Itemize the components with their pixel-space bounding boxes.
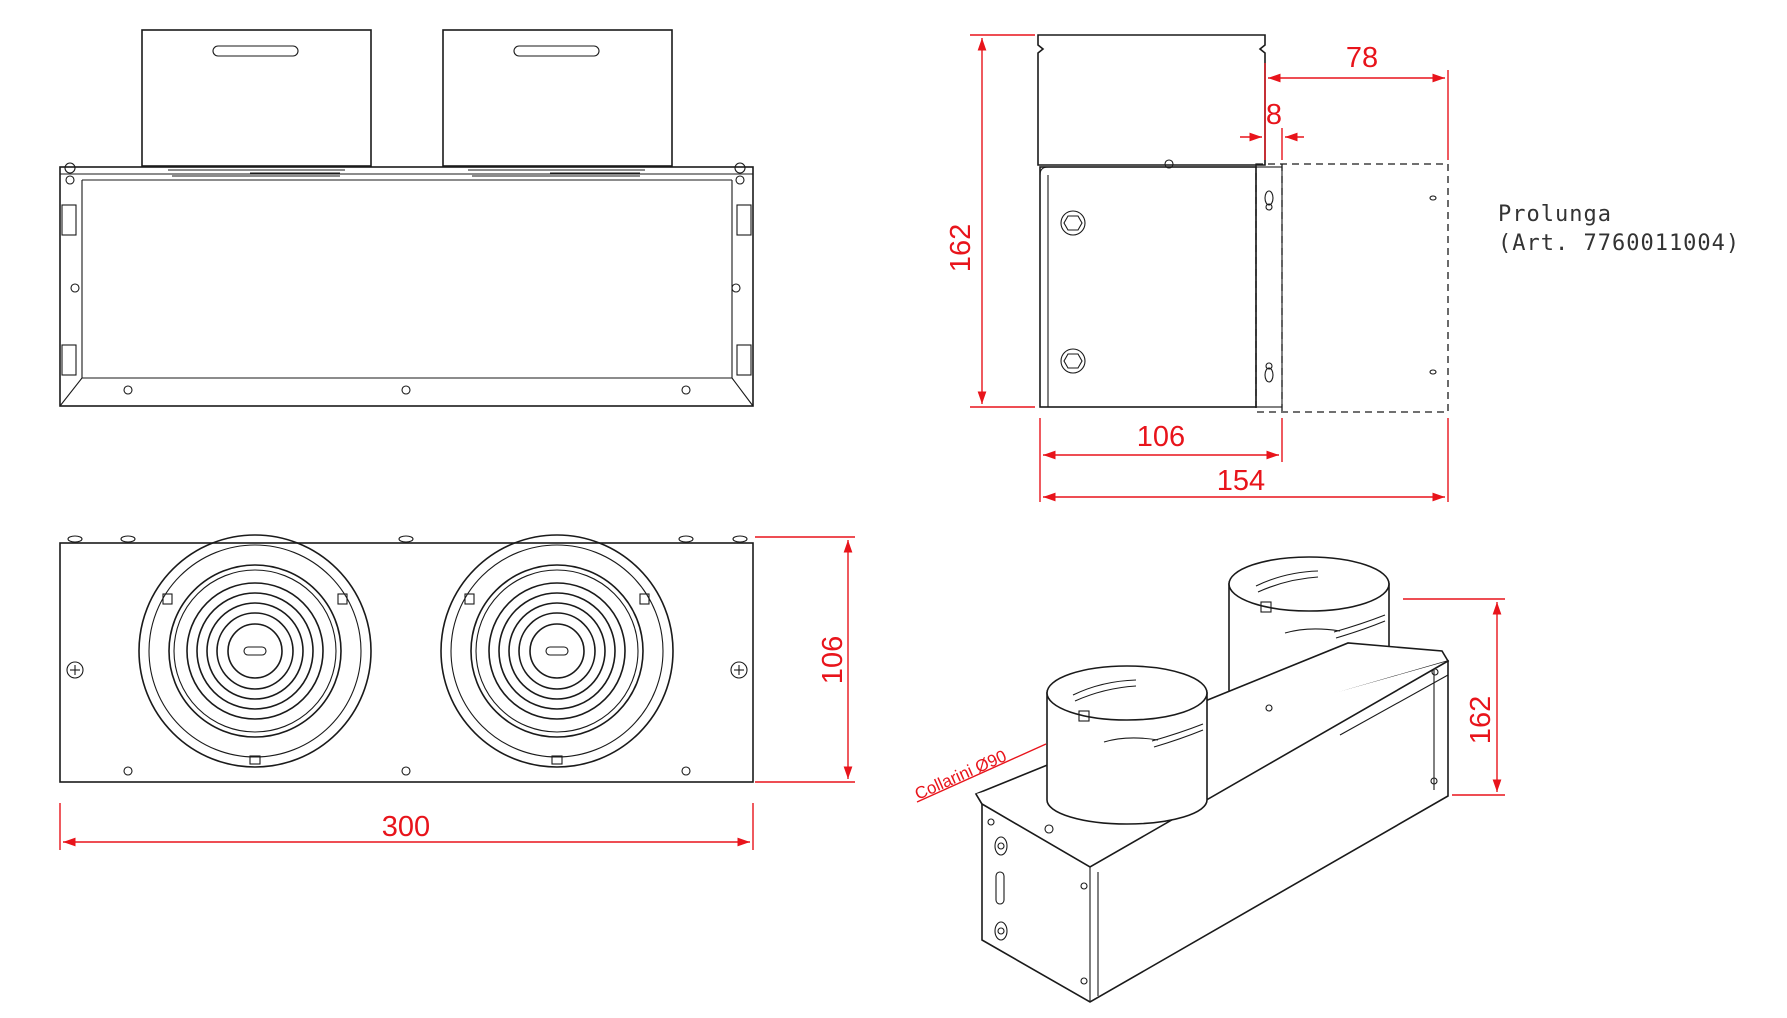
side-depth-label: 106 [1137,421,1185,453]
front-screw-right [730,661,748,679]
collar-leader [916,743,1047,803]
front-width-label: 300 [382,811,430,843]
side-nut-bottom [1060,348,1086,374]
dim-side-depth [1039,418,1283,502]
dim-iso-height [1403,598,1505,796]
rear-collar-left [141,29,372,177]
dim-side-total [1043,418,1449,502]
rear-view [59,29,754,407]
diffuser-left [138,534,372,768]
iso-collar-front [1046,665,1208,825]
extension-code: (Art. 7760011004) [1498,231,1740,256]
dim-front-width [59,803,754,850]
top-gap-label: 8 [1266,99,1282,131]
top-width-label: 78 [1346,42,1378,74]
front-screw-left [66,661,84,679]
dim-front-height [755,536,855,783]
dim-side-height [970,34,1035,408]
dim-top-gap [1240,128,1304,160]
extension-name: Prolunga [1498,202,1612,227]
side-nut-top [1060,210,1086,236]
iso-height-label: 162 [1465,696,1497,744]
front-height-label: 106 [817,636,849,684]
side-height-label: 162 [945,224,977,272]
isometric-view [974,556,1450,1003]
side-view [1037,34,1449,413]
rear-collar-right [442,29,673,177]
extension-outline [1255,163,1449,413]
front-view [59,534,754,783]
diffuser-right [440,534,674,768]
side-total-label: 154 [1217,465,1265,497]
dim-top-width [1264,63,1449,160]
